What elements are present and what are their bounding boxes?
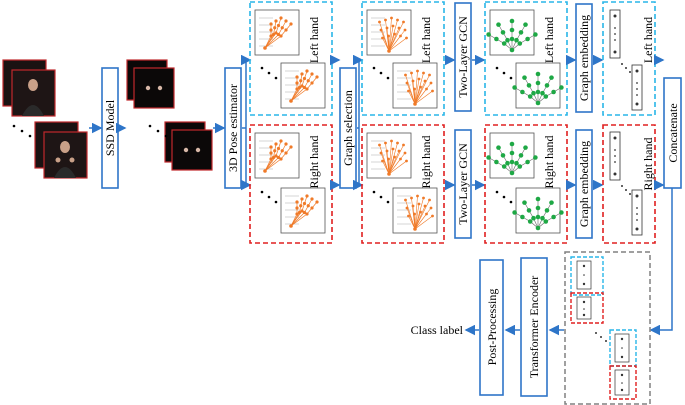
skeleton-panel [366,9,412,56]
concatenate-label: Concatenate [666,103,680,162]
right-hand-label: Right hand [307,136,321,189]
gcn-block-top [454,2,472,112]
selected-graph [397,194,434,231]
ellipsis-dots [495,190,513,204]
input-video-frames [2,59,88,179]
left-hand-label: Left hand [419,17,433,63]
gcn-block-bottom [454,129,472,239]
arrow [649,188,673,336]
gcn-label-top: Two-Layer GCN [456,16,470,98]
embedding-sequence-group [564,251,651,405]
post-processing-block [479,259,504,396]
embedding-right-group: Right hand [602,124,656,244]
signer-figure [22,79,76,178]
ellipsis-dots [372,66,390,80]
selected-graph [371,139,408,176]
graph-embedding-label-top: Graph embedding [577,15,591,101]
ellipsis-dots [372,190,390,204]
embedding-vector [631,64,643,111]
graph-selection-label: Graph selection [341,90,355,166]
graph-right-group: Right hand [361,124,445,244]
pose-left-group: Left hand [249,1,333,116]
ellipsis-dots [260,190,278,204]
ellipsis-dots [260,66,278,80]
hand-skeleton [259,139,293,173]
embedding-left-group: Left hand [602,1,656,116]
pose-estimator-label: 3D Pose estimator [226,84,240,172]
ellipsis-dots [12,124,32,138]
left-hand-label: Left hand [542,17,556,63]
ssd-model-label: SSD Model [103,99,117,156]
right-hand-label: Right hand [542,136,556,189]
graph-embedding-label-bottom: Graph embedding [577,141,591,227]
left-hand-label: Left hand [307,17,321,63]
selected-graph [371,16,408,53]
gcn-left-group: Left hand [484,1,568,116]
gcn-hand-graph [486,18,538,53]
graph-embedding-block-bottom [575,129,593,239]
gcn-hand-graph [512,71,564,106]
gcn-hand-graph [512,196,564,231]
ellipsis-dots [495,66,513,80]
left-hand-label: Left hand [641,17,655,63]
hand-skeleton [285,69,319,103]
embedding-vector [631,189,643,236]
graph-left-group: Left hand [361,1,445,116]
cropped-hand-frames [126,59,213,171]
right-hand-label: Right hand [641,138,655,191]
selected-graph [397,69,434,106]
transformer-encoder-label: Transformer Encoder [527,276,541,379]
ellipsis-dots [148,124,168,138]
right-hand-label: Right hand [419,136,433,189]
pose-estimator-block [224,67,242,189]
pose-right-group: Right hand [249,124,333,244]
gcn-label-bottom: Two-Layer GCN [456,143,470,225]
transformer-encoder-block [520,257,548,397]
graph-embedding-block-top [575,3,593,113]
hand-skeleton [259,16,293,50]
class-label-text: Class label [411,323,464,337]
post-processing-label: Post-Processing [485,289,499,366]
graph-selection-block [339,67,357,189]
gcn-right-group: Right hand [484,124,568,244]
hand-skeleton [285,194,319,228]
gcn-hand-graph [486,141,538,176]
